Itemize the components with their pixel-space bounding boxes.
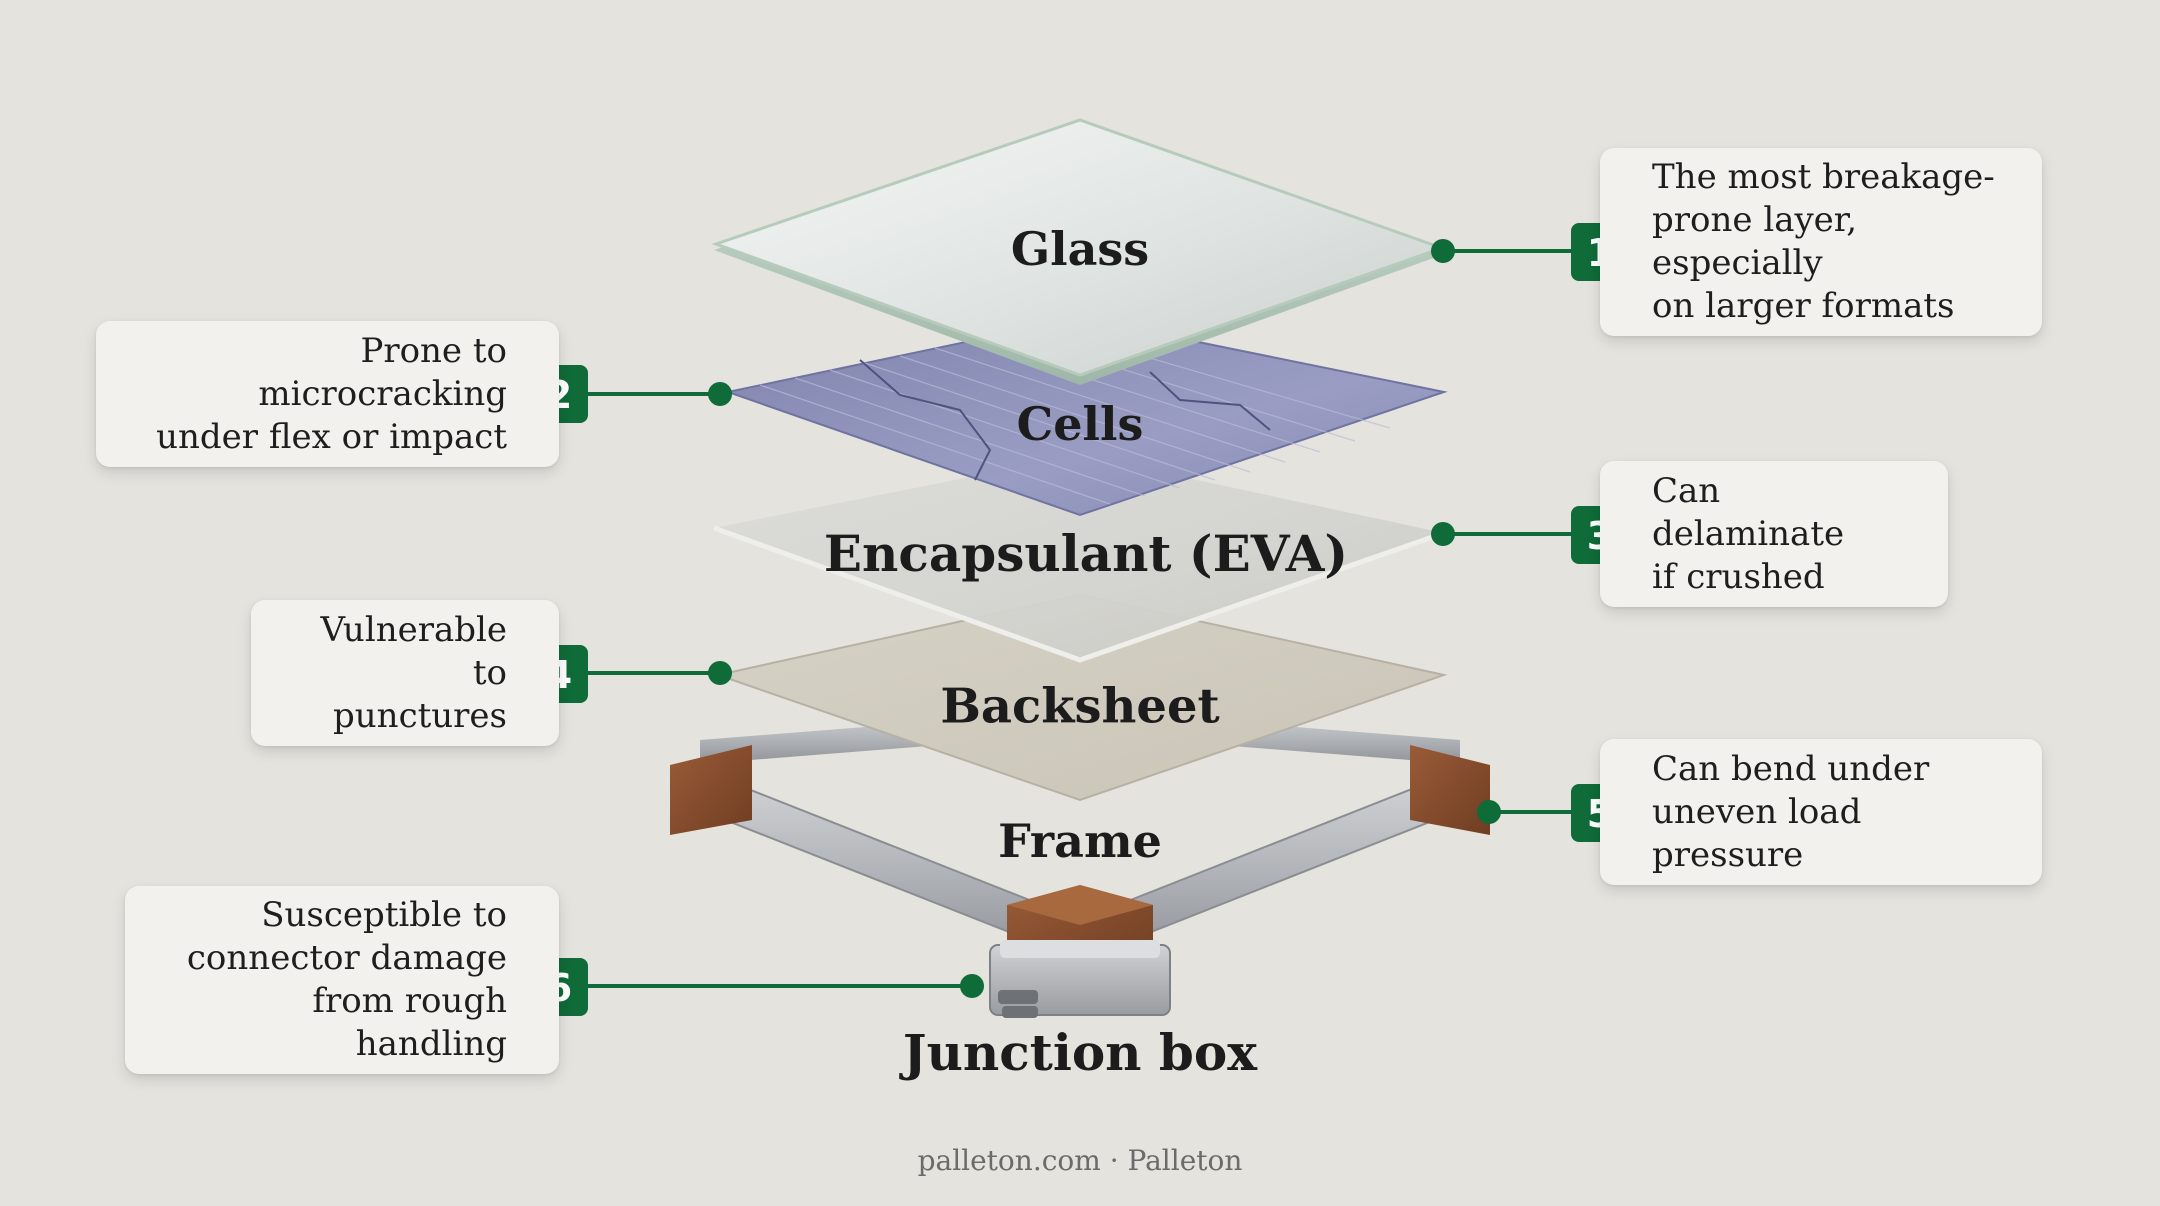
backsheet-layer bbox=[714, 593, 1448, 802]
microcrack-1 bbox=[859, 359, 992, 481]
label-glass: Glass bbox=[1011, 222, 1149, 276]
frame-layer bbox=[670, 710, 1490, 970]
leader-dots bbox=[708, 239, 1501, 998]
connector-top bbox=[998, 990, 1038, 1004]
junction-box bbox=[989, 940, 1171, 1018]
label-backsheet: Backsheet bbox=[940, 679, 1219, 735]
encapsulant-sheet bbox=[714, 455, 1444, 660]
leader-dot-3 bbox=[1431, 522, 1455, 546]
callout-encapsulant: Can delaminate if crushed bbox=[1600, 461, 1948, 607]
leader-dot-5 bbox=[1477, 800, 1501, 824]
frame-corner-right bbox=[1410, 745, 1490, 835]
leader-dot-1 bbox=[1431, 239, 1455, 263]
leader-lines bbox=[586, 249, 1572, 988]
callout-cells: Prone to microcracking under flex or imp… bbox=[96, 321, 559, 467]
footer-credit: palleton.com · Palleton bbox=[917, 1144, 1243, 1177]
leader-dot-6 bbox=[960, 974, 984, 998]
callout-frame: Can bend under uneven load pressure bbox=[1600, 739, 2042, 885]
leader-dot-4 bbox=[708, 661, 732, 685]
encapsulant-edge bbox=[713, 525, 1445, 663]
frame-corner-front-top bbox=[1007, 885, 1153, 925]
microcrack-2 bbox=[1149, 371, 1271, 431]
label-cells: Cells bbox=[1017, 397, 1144, 451]
callout-glass: The most breakage- prone layer, especial… bbox=[1600, 148, 2042, 336]
callout-backsheet: Vulnerable to punctures bbox=[251, 600, 559, 746]
cells-layer bbox=[724, 316, 1448, 517]
label-encapsulant: Encapsulant (EVA) bbox=[824, 524, 1348, 583]
encapsulant-layer bbox=[713, 455, 1445, 663]
callout-junction-box: Susceptible to connector damage from rou… bbox=[125, 886, 559, 1074]
leader-dot-2 bbox=[708, 382, 732, 406]
backsheet-sheet bbox=[714, 593, 1448, 802]
label-frame: Frame bbox=[998, 814, 1162, 868]
connector-bottom bbox=[1002, 1006, 1038, 1018]
frame-corner-left bbox=[670, 745, 752, 835]
label-junction-box: Junction box bbox=[899, 1023, 1258, 1082]
junction-box-lid bbox=[1000, 940, 1160, 958]
cells-sheet bbox=[724, 316, 1448, 517]
